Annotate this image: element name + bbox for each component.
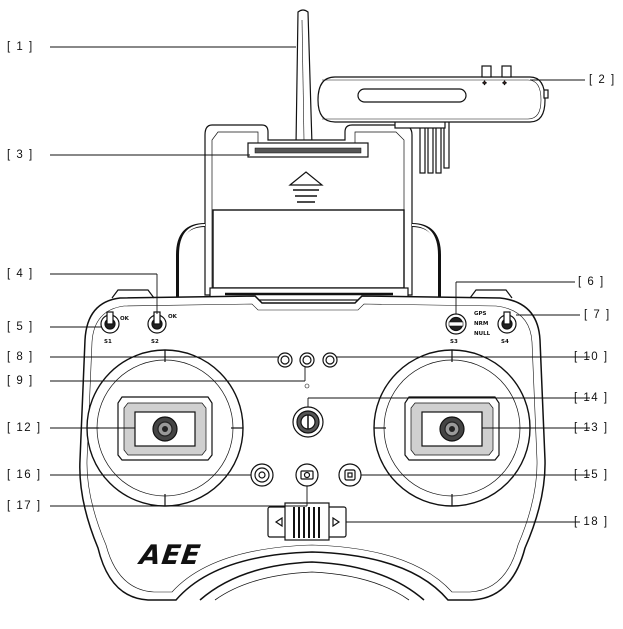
wifi-module-icon: ✦ ✦ — [317, 65, 549, 174]
brand-logo: AEE — [137, 540, 203, 571]
svg-text:✦: ✦ — [502, 80, 507, 87]
callout-8: [ 8 ] — [7, 351, 34, 363]
s4-label: S4 — [501, 339, 509, 345]
s1-label: S1 — [104, 339, 112, 345]
callout-9: [ 9 ] — [7, 375, 34, 387]
svg-text:✦: ✦ — [482, 80, 487, 87]
record-button-icon — [338, 463, 362, 487]
toggle-switch-s4-icon — [497, 311, 517, 334]
callout-14: [ 14 ] — [574, 392, 609, 404]
s4-label-top: GPS — [474, 311, 487, 317]
s1-label-top: OK — [120, 316, 130, 322]
callout-10: [ 10 ] — [574, 351, 609, 363]
callout-16: [ 16 ] — [7, 469, 42, 481]
s4-label-bot: NULL — [474, 331, 491, 337]
s3-label: S3 — [450, 339, 458, 345]
callout-13: [ 13 ] — [574, 422, 609, 434]
phone-holder-icon — [176, 124, 441, 312]
slider-icon — [267, 502, 347, 541]
callout-18: [ 18 ] — [574, 516, 609, 528]
shutter-button-icon — [250, 463, 274, 487]
video-button-icon — [322, 352, 338, 368]
toggle-switch-s3-icon — [445, 313, 467, 335]
callout-4: [ 4 ] — [7, 268, 34, 280]
callout-2: [ 2 ] — [589, 74, 616, 86]
photo-button-icon — [295, 463, 319, 487]
power-button-icon — [277, 352, 293, 368]
s4-label-mid: NRM — [474, 321, 488, 327]
antenna-icon — [295, 9, 313, 146]
center-knob-icon — [292, 406, 324, 438]
callout-5: [ 5 ] — [7, 321, 34, 333]
callout-1: [ 1 ] — [7, 41, 34, 53]
callout-17: [ 17 ] — [7, 500, 42, 512]
callout-6: [ 6 ] — [578, 276, 605, 288]
leader-lines — [50, 46, 590, 523]
right-joystick-icon — [373, 349, 531, 507]
callout-3: [ 3 ] — [7, 149, 34, 161]
s2-label-top: OK — [168, 314, 178, 320]
left-joystick-icon — [86, 349, 244, 507]
callout-7: [ 7 ] — [584, 309, 611, 321]
callout-12: [ 12 ] — [7, 422, 42, 434]
light-button-icon — [299, 352, 315, 389]
s2-label: S2 — [151, 339, 159, 345]
callout-15: [ 15 ] — [574, 469, 609, 481]
toggle-switch-s1-icon — [100, 311, 120, 334]
